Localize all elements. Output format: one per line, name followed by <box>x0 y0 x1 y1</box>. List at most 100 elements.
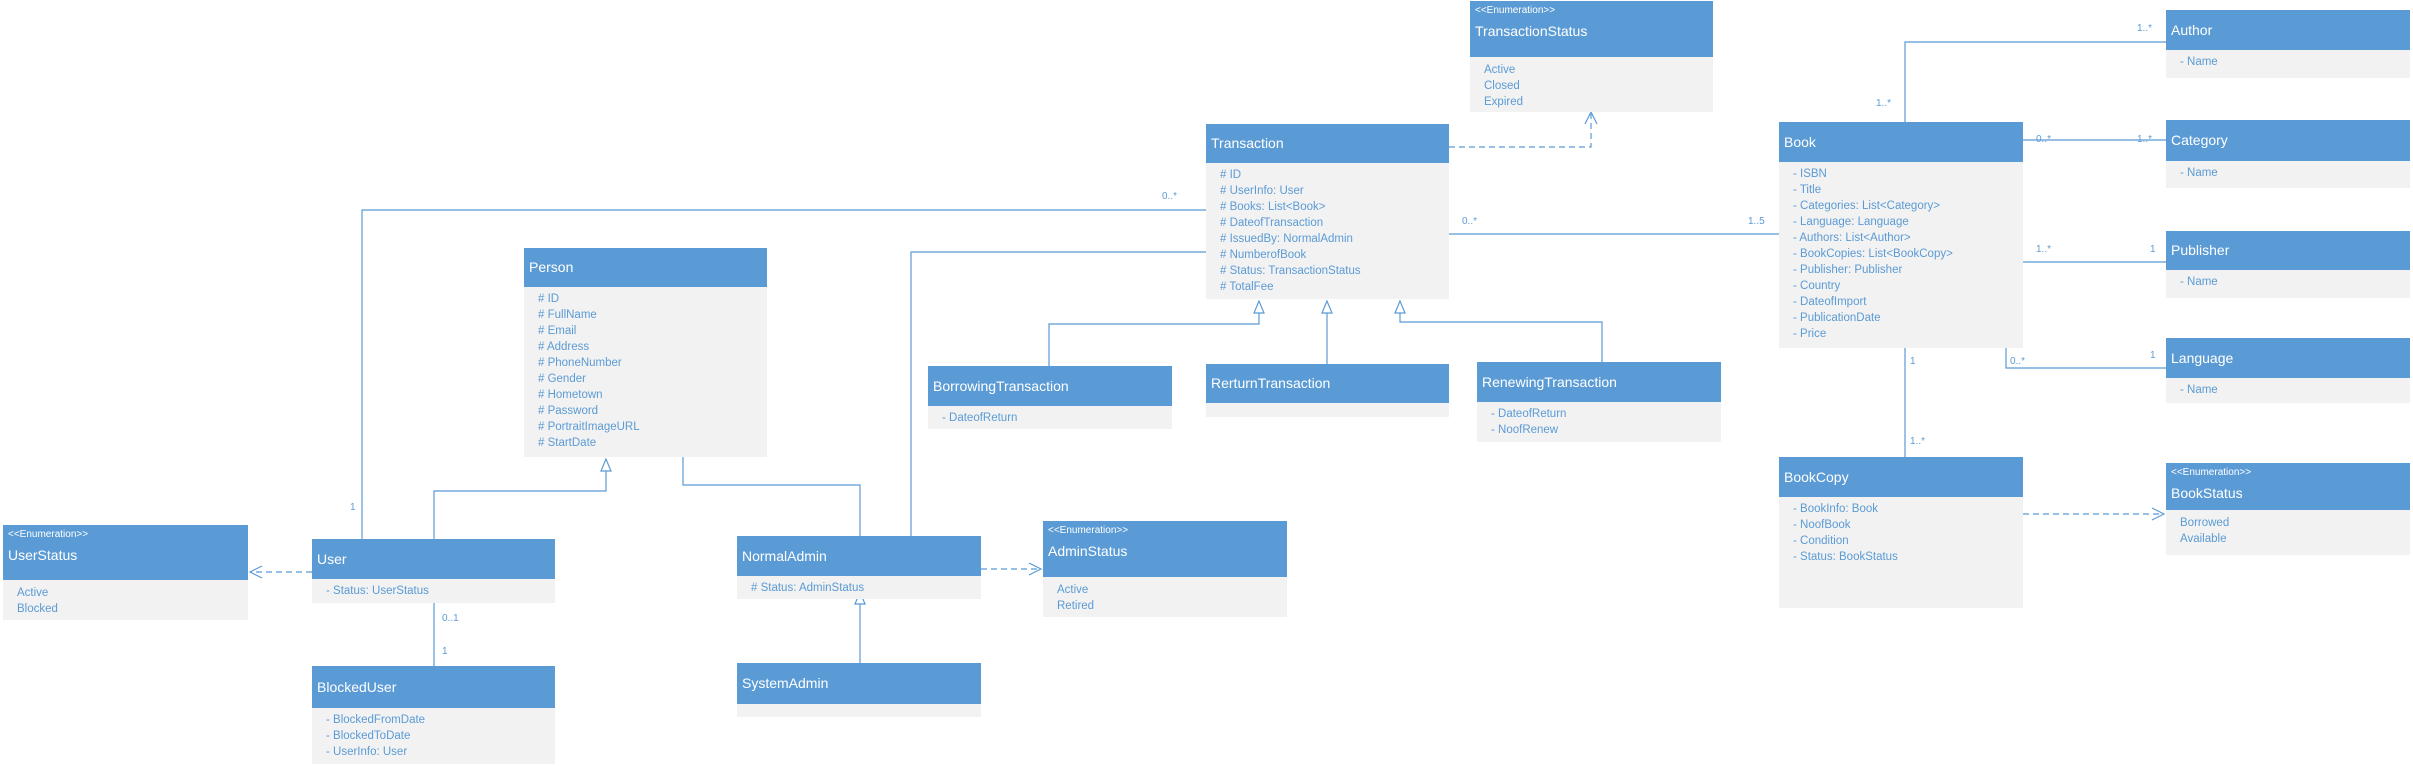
class-author[interactable]: Author - Name <box>2166 10 2410 78</box>
class-header: RenewingTransaction <box>1477 362 1721 402</box>
multiplicity-label: 1..5 <box>1748 216 1765 227</box>
class-book[interactable]: Book - ISBN - Title - Categories: List<Cate… <box>1779 122 2023 348</box>
class-language[interactable]: Language - Name <box>2166 338 2410 403</box>
class-members: - Name <box>2166 270 2410 298</box>
class-header: <<Enumeration>>BookStatus <box>2166 463 2410 510</box>
class-name: BorrowingTransaction <box>933 377 1069 394</box>
class-member: # Status: AdminStatus <box>751 582 865 594</box>
class-book-copy[interactable]: BookCopy - BookInfo: Book- NoofBook- Cond… <box>1779 457 2023 608</box>
class-member: - DateofImport <box>1793 296 1867 308</box>
class-member: - Title <box>1793 184 1822 196</box>
class-member: Active <box>17 587 49 599</box>
class-header: RerturnTransaction <box>1206 364 1449 403</box>
multiplicity-label: 1..* <box>2137 23 2153 34</box>
class-transaction[interactable]: Transaction# ID# UserInfo: User# Books: … <box>1206 124 1449 299</box>
class-member: - BlockedFromDate <box>326 714 426 726</box>
class-member: - UserInfo: User <box>326 746 408 758</box>
class-member: Borrowed <box>2180 517 2230 529</box>
association-book-author <box>1904 41 2166 122</box>
class-member: - Publisher: Publisher <box>1793 264 1903 276</box>
class-name: AdminStatus <box>1048 543 1128 559</box>
class-member: # Gender <box>538 373 586 385</box>
class-member: - NoofRenew <box>1491 424 1559 436</box>
multiplicity-label: 0..* <box>2010 356 2026 367</box>
class-name: TransactionStatus <box>1475 23 1588 39</box>
class-header: BlockedUser <box>312 666 555 708</box>
multiplicity-label: 1..* <box>1910 436 1926 447</box>
multiplicity-label: 0..* <box>1162 191 1178 202</box>
dependency-transaction-status <box>1449 114 1592 148</box>
class-name: SystemAdmin <box>742 675 829 691</box>
multiplicity-label: 1 <box>2150 244 2156 255</box>
class-members: - Name <box>2166 161 2410 188</box>
class-member: - Condition <box>1793 535 1849 547</box>
class-publisher[interactable]: Publisher - Name <box>2166 231 2410 298</box>
class-member: Closed <box>1484 80 1520 92</box>
class-header: User <box>312 539 555 579</box>
generalization-borrowing-transaction <box>1048 313 1260 366</box>
class-member: - Name <box>2180 384 2218 396</box>
class-member: # Email <box>538 325 577 337</box>
class-member: # Password <box>538 405 599 417</box>
class-blocked-user[interactable]: BlockedUser- BlockedFromDate- BlockedToD… <box>312 666 555 764</box>
class-name: BookCopy <box>1784 468 1849 485</box>
class-member: Available <box>2180 533 2227 545</box>
class-members: - BookInfo: Book- NoofBook- Condition- S… <box>1779 497 2023 608</box>
class-renewing-transaction[interactable]: RenewingTransaction- DateofReturn- NoofR… <box>1477 362 1721 442</box>
class-header: BorrowingTransaction <box>928 366 1172 406</box>
class-header: <<Enumeration>>AdminStatus <box>1043 521 1287 577</box>
class-member: - ISBN <box>1793 168 1827 180</box>
class-member: # Status: TransactionStatus <box>1220 265 1361 277</box>
class-header: Publisher <box>2166 231 2410 270</box>
class-members <box>737 704 981 717</box>
class-name: NormalAdmin <box>742 547 827 564</box>
class-name: Person <box>529 259 574 275</box>
class-name: BookStatus <box>2171 485 2243 501</box>
class-header: Book <box>1779 122 2023 162</box>
class-name: User <box>317 550 347 567</box>
class-members: # Status: AdminStatus <box>737 576 981 599</box>
class-person[interactable]: Person# ID# FullName# Email# Address# Ph… <box>524 248 767 457</box>
class-header: SystemAdmin <box>737 663 981 704</box>
class-return-transaction[interactable]: RerturnTransaction <box>1206 364 1449 417</box>
class-member: # StartDate <box>538 437 597 449</box>
class-member: - Authors: List<Author> <box>1793 232 1911 244</box>
multiplicity-label: 1 <box>350 502 356 513</box>
class-member: # IssuedBy: NormalAdmin <box>1220 233 1353 245</box>
association-user-transaction <box>361 209 1206 539</box>
class-member: Retired <box>1057 600 1095 612</box>
class-normal-admin[interactable]: NormalAdmin # Status: AdminStatus <box>737 536 981 599</box>
class-member: Active <box>1057 584 1089 596</box>
class-system-admin[interactable]: SystemAdmin <box>737 663 981 717</box>
class-header: Person <box>524 248 767 287</box>
class-member: - Name <box>2180 276 2218 288</box>
class-member: Expired <box>1484 96 1523 108</box>
class-name: Category <box>2171 132 2228 148</box>
class-member: # Hometown <box>538 389 603 401</box>
class-members: - Status: UserStatus <box>312 579 555 603</box>
class-name: Language <box>2171 349 2234 366</box>
class-member: - Name <box>2180 56 2218 68</box>
class-user[interactable]: User - Status: UserStatus <box>312 539 555 603</box>
class-category[interactable]: Category - Name <box>2166 120 2410 188</box>
class-borrowing-transaction[interactable]: BorrowingTransaction- DateofReturn <box>928 366 1172 429</box>
multiplicity-label: 0..* <box>1462 216 1478 227</box>
class-member: Blocked <box>17 603 58 615</box>
class-member: - Categories: List<Category> <box>1793 200 1941 212</box>
class-name: UserStatus <box>8 547 78 563</box>
multiplicity-label: 1 <box>2150 350 2156 361</box>
class-header: Author <box>2166 10 2410 50</box>
class-header: Transaction <box>1206 124 1449 163</box>
multiplicity-label: 1 <box>442 646 448 657</box>
class-members: # ID# UserInfo: User# Books: List<Book>#… <box>1206 163 1449 299</box>
generalization-arrowhead <box>1394 299 1406 314</box>
class-member: # PortraitImageURL <box>538 421 640 433</box>
class-member: - PublicationDate <box>1793 312 1881 324</box>
